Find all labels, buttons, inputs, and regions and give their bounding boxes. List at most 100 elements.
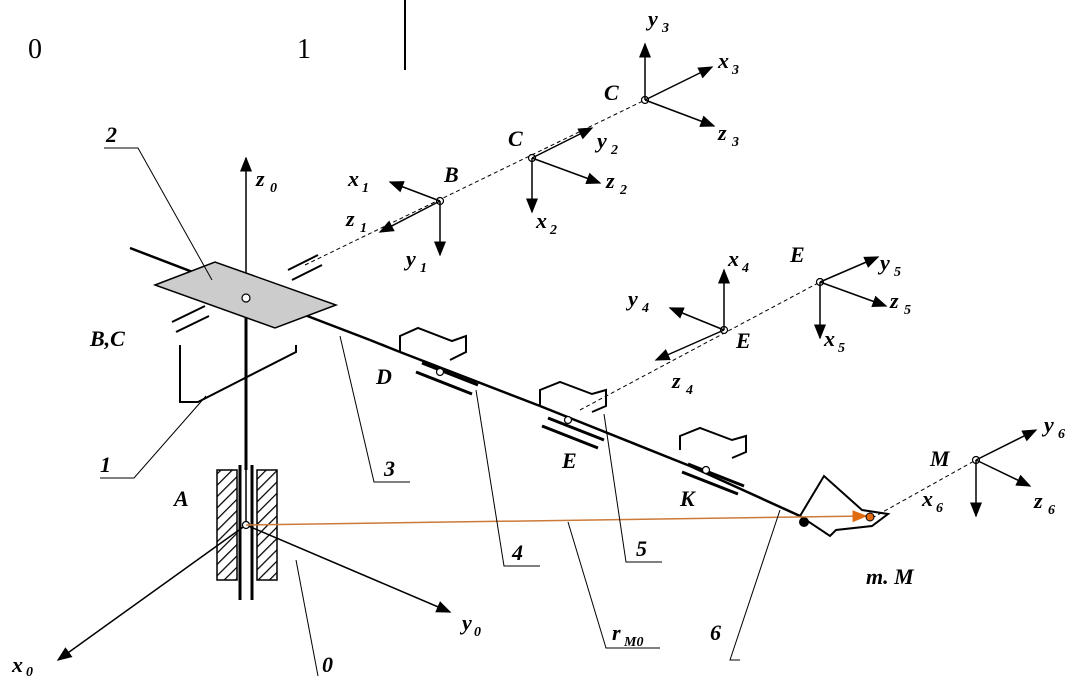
label-b: B (443, 162, 459, 187)
svg-text:0: 0 (26, 665, 33, 676)
svg-text:y: y (877, 250, 890, 275)
label-bc: B,C (89, 326, 125, 351)
svg-text:5: 5 (904, 303, 911, 318)
frame-2-axes (526, 127, 602, 214)
svg-text:y: y (459, 610, 472, 635)
svg-text:y: y (645, 6, 658, 31)
part-number-5: 5 (636, 536, 647, 561)
svg-text:1: 1 (362, 181, 369, 196)
svg-text:z: z (255, 166, 265, 191)
label-e-joint: E (561, 448, 577, 473)
link-1-bracket (179, 345, 297, 403)
svg-text:y: y (625, 286, 638, 311)
dash-to-e (579, 281, 821, 411)
svg-text:1: 1 (360, 221, 367, 236)
label-m: M (929, 446, 951, 471)
svg-text:0: 0 (270, 181, 277, 196)
frame-6-axes (970, 429, 1038, 518)
part-number-3: 3 (383, 456, 395, 481)
part-number-2: 2 (105, 122, 117, 147)
bearing-a (216, 465, 278, 600)
svg-text:y: y (1041, 412, 1054, 437)
svg-text:3: 3 (731, 63, 739, 78)
link-5 (539, 380, 691, 468)
svg-text:4: 4 (741, 261, 749, 276)
label-m-point: m. M (866, 564, 915, 589)
joint-e (563, 415, 573, 425)
link-2-center (241, 293, 251, 303)
part-number-1: 1 (100, 452, 111, 477)
svg-text:x: x (347, 166, 359, 191)
svg-text:2: 2 (610, 143, 618, 158)
vector-r-m0 (245, 510, 868, 526)
svg-text:z: z (605, 168, 615, 193)
link-6-joint-dot (799, 517, 809, 527)
svg-text:z: z (1033, 488, 1043, 513)
svg-text:4: 4 (641, 301, 649, 316)
label-c-upper: C (604, 80, 619, 105)
frame-0-axes (56, 156, 452, 661)
header-number-left: 0 (28, 34, 42, 65)
svg-text:5: 5 (838, 341, 845, 356)
frame-3-axes (639, 42, 716, 127)
svg-text:z: z (889, 288, 899, 313)
joint-bc-right (287, 254, 323, 281)
point-m-marker (865, 512, 875, 522)
label-e-4: E (735, 328, 751, 353)
frame-4-axes (654, 268, 730, 361)
svg-text:6: 6 (1048, 503, 1055, 518)
svg-text:6: 6 (936, 501, 943, 516)
svg-text:1: 1 (420, 261, 427, 276)
svg-text:4: 4 (685, 383, 693, 398)
svg-text:3: 3 (731, 135, 739, 150)
joint-d (435, 367, 445, 377)
label-c-lower: C (508, 126, 523, 151)
label-a: A (172, 486, 189, 511)
svg-text:2: 2 (619, 183, 627, 198)
label-k: K (679, 486, 696, 511)
label-d: D (375, 364, 392, 389)
leader-lines (100, 147, 781, 676)
svg-text:y: y (403, 246, 416, 271)
joint-bc-left (171, 305, 210, 333)
link-6 (679, 426, 891, 538)
svg-text:0: 0 (474, 625, 481, 640)
svg-text:5: 5 (894, 265, 901, 280)
svg-text:x: x (717, 48, 729, 73)
svg-text:r: r (612, 620, 621, 645)
header-number-right: 1 (297, 34, 311, 65)
part-number-4: 4 (511, 540, 523, 565)
dash-to-m (871, 459, 977, 519)
svg-text:6: 6 (1058, 427, 1065, 442)
svg-text:y: y (594, 128, 607, 153)
svg-text:3: 3 (661, 21, 669, 36)
svg-text:z: z (345, 206, 355, 231)
part-number-6: 6 (710, 620, 721, 645)
svg-text:M0: M0 (623, 635, 643, 650)
svg-text:x: x (823, 326, 835, 351)
svg-text:x: x (535, 208, 547, 233)
svg-text:z: z (717, 120, 727, 145)
svg-text:z: z (671, 368, 681, 393)
